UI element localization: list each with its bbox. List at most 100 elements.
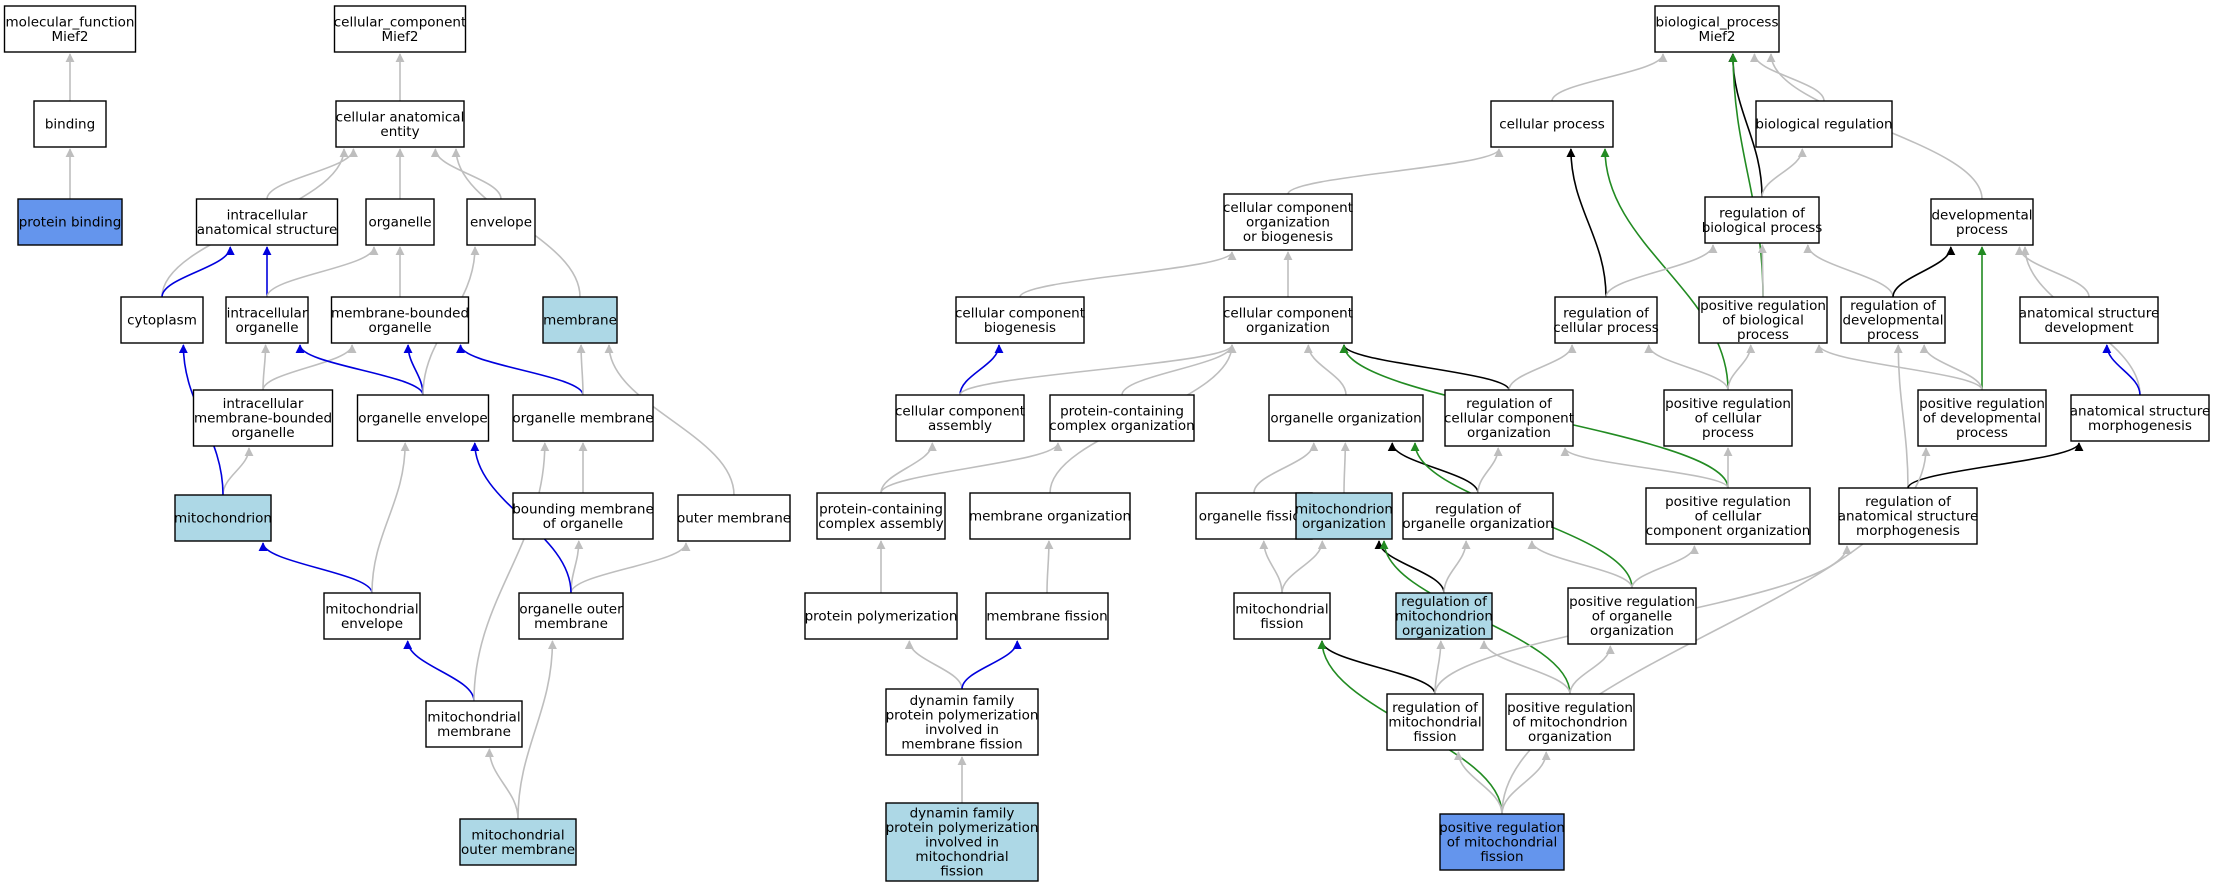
node-label-line: assembly [928, 418, 992, 434]
node-label-line: positive regulation [1700, 298, 1826, 314]
node-cytoplasm[interactable]: cytoplasm [120, 296, 204, 344]
node-label-line: entity [380, 124, 419, 140]
node-binding[interactable]: binding [33, 100, 107, 148]
node-label-line: positive regulation [1439, 820, 1565, 836]
node-label-line: biological regulation [1755, 117, 1892, 133]
node-box [512, 394, 654, 442]
node-label-line: cellular anatomical [336, 109, 465, 125]
node-protein-binding[interactable]: protein binding [17, 198, 123, 246]
node-org-fission[interactable]: organelle fission [1195, 492, 1313, 540]
node-label-line: regulation of [1392, 700, 1479, 716]
node-box [955, 296, 1085, 344]
edge-reg_cp-to-reg_bp [1605, 244, 1718, 298]
node-label-line: membrane fission [901, 736, 1022, 752]
node-label-line: Mief2 [381, 29, 418, 45]
node-envelope[interactable]: envelope [466, 198, 536, 246]
node-box [1223, 296, 1353, 344]
edge-pos_reg_oo-to-pos_reg_cco [1631, 545, 1699, 589]
node-label-line: cellular component [895, 403, 1025, 419]
node-prot-poly[interactable]: protein polymerization [804, 592, 958, 640]
node-bio-reg[interactable]: biological regulation [1755, 100, 1893, 148]
node-label-line: process [1702, 425, 1754, 441]
node-cell-proc[interactable]: cellular process [1490, 100, 1614, 148]
node-box [2019, 296, 2159, 344]
node-org-org[interactable]: organelle organization [1268, 394, 1424, 442]
edge-momm-to-oom [517, 640, 557, 820]
edge-outer_mem-to-membrane [604, 344, 735, 496]
node-label-line: dynamin family [910, 693, 1015, 709]
node-mem-org[interactable]: membrane organization [969, 492, 1131, 540]
edge-cca-to-ccb [959, 344, 1004, 396]
node-label-line: organelle [231, 425, 294, 441]
node-label-line: mitochondrion [1295, 501, 1393, 517]
edge-pos_reg_dev-to-pos_reg_bp [1814, 344, 1983, 391]
node-label-line: biological_process [1656, 14, 1779, 30]
node-label-line: outer membrane [461, 842, 575, 858]
node-label-line: intracellular [223, 396, 304, 412]
node-label-line: organelle outer [519, 601, 623, 617]
node-label-line: protein-containing [1060, 403, 1184, 419]
node-mem-fission[interactable]: membrane fission [985, 592, 1109, 640]
node-box [677, 494, 791, 542]
node-membrane[interactable]: membrane [542, 296, 618, 344]
node-organelle[interactable]: organelle [365, 198, 435, 246]
node-label-line: organelle organization [1402, 516, 1553, 532]
node-label-line: anatomical structure [197, 222, 338, 238]
node-mito[interactable]: mitochondrion [174, 494, 272, 542]
node-outer-mem[interactable]: outer membrane [677, 494, 791, 542]
node-label-line: membrane [437, 724, 511, 740]
node-label-line: regulation of [1719, 205, 1806, 221]
node-label-line: mitochondrion [1395, 609, 1493, 625]
edge-pcco-to-cco [1121, 344, 1237, 396]
node-box [195, 198, 339, 246]
edge-reg_oo-to-reg_cco [1477, 447, 1503, 494]
node-label-line: anatomical structure [1838, 509, 1979, 525]
node-org-mem[interactable]: organelle membrane [512, 394, 654, 442]
node-org-env[interactable]: organelle envelope [356, 394, 490, 442]
node-box [1395, 592, 1493, 640]
node-label-line: of mitochondrial [1447, 835, 1557, 851]
node-box [1402, 492, 1554, 540]
